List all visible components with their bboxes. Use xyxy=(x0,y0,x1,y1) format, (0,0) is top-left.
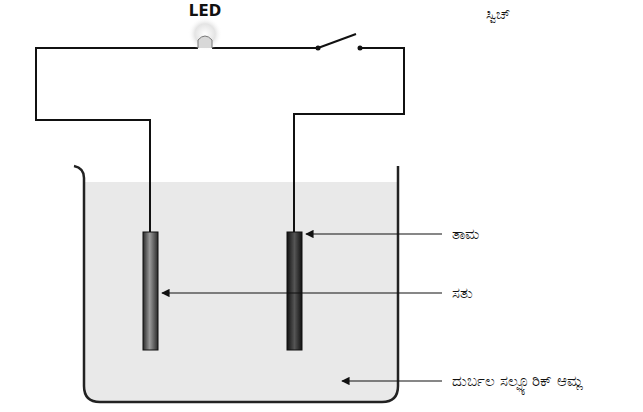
beaker xyxy=(74,166,398,402)
led-symbol xyxy=(198,36,212,48)
copper-electrode xyxy=(287,232,302,350)
switch-contact xyxy=(316,46,321,51)
led-glow xyxy=(188,17,222,51)
acid-label: ದುರ್ಬಲ ಸಲ್ಫ್ಯೂರಿಕ್ ಆಮ್ಲ xyxy=(452,372,583,390)
zinc-label: ಸತು xyxy=(452,284,473,302)
switch-contact xyxy=(358,46,363,51)
wires xyxy=(36,34,404,238)
copper-label: ತಾಮ xyxy=(452,225,479,243)
zinc-electrode xyxy=(143,232,158,350)
acid-liquid xyxy=(84,182,398,402)
leader-lines xyxy=(162,234,442,381)
led-label: LED xyxy=(189,2,221,20)
switch-label: ಸ್ವಿಚ್ xyxy=(486,6,511,23)
